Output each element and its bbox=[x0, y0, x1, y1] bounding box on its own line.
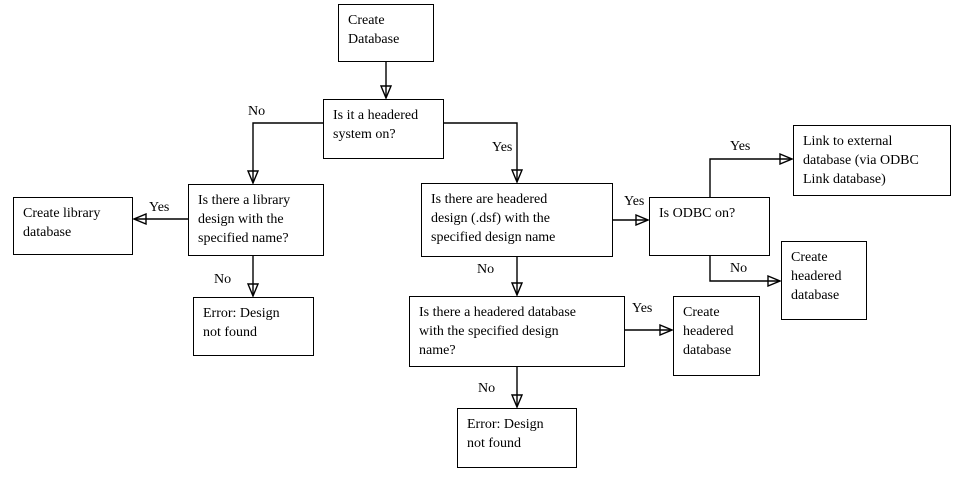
node-error-not-found-bottom: Error: Design not found bbox=[457, 408, 577, 468]
node-create-headered-database-mid: Create headered database bbox=[673, 296, 760, 376]
node-link-external-database: Link to external database (via ODBC Link… bbox=[793, 125, 951, 196]
node-create-library-database: Create library database bbox=[13, 197, 133, 255]
edge-label-headered-database-yes: Yes bbox=[631, 301, 654, 317]
edge-label-library-design-no: No bbox=[213, 272, 233, 288]
edge-label-odbc-no: No bbox=[729, 261, 749, 277]
edge-odbc-no-to-create-headered-right bbox=[709, 256, 779, 281]
edge-label-headered-system-yes: Yes bbox=[491, 140, 514, 156]
edge-label-library-design-yes: Yes bbox=[148, 200, 171, 216]
edge-label-headered-database-no: No bbox=[477, 381, 497, 397]
node-create-database: Create Database bbox=[338, 4, 434, 62]
edge-label-headered-design-no: No bbox=[476, 262, 496, 278]
node-is-headered-system: Is it a headered system on? bbox=[323, 99, 444, 159]
node-headered-database: Is there a headered database with the sp… bbox=[409, 296, 625, 367]
edge-headered-system-no-to-library-design bbox=[253, 122, 323, 182]
node-create-headered-database-right: Create headered database bbox=[781, 241, 867, 320]
edge-label-odbc-yes: Yes bbox=[729, 139, 752, 155]
edge-headered-system-yes-to-headered-design bbox=[444, 122, 517, 181]
node-headered-design: Is there are headered design (.dsf) with… bbox=[421, 183, 613, 257]
edge-label-headered-system-no: No bbox=[247, 104, 267, 120]
node-library-design: Is there a library design with the speci… bbox=[188, 184, 324, 256]
node-is-odbc-on: Is ODBC on? bbox=[649, 197, 770, 256]
edge-odbc-yes-to-link-external bbox=[709, 159, 791, 197]
edge-label-headered-design-yes: Yes bbox=[623, 194, 646, 210]
node-error-not-found-left: Error: Design not found bbox=[193, 297, 314, 356]
